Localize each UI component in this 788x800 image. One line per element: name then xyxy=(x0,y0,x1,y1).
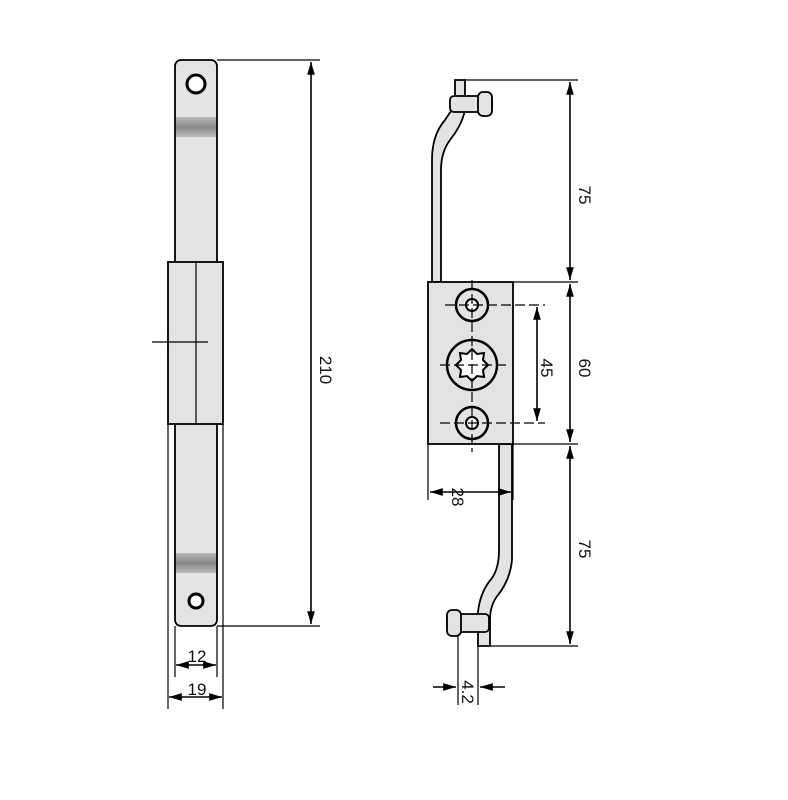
side-view: 210 12 19 xyxy=(152,59,335,709)
upper-rod xyxy=(431,79,466,283)
dim-inner-width: 12 xyxy=(188,647,207,666)
lower-band xyxy=(176,553,216,573)
dim-outer-width: 19 xyxy=(188,680,207,699)
dim-overall-length: 210 xyxy=(316,356,335,384)
dim-hole-spacing: 45 xyxy=(537,359,556,378)
dim-rod-thickness: 4.2 xyxy=(458,680,477,704)
upper-band xyxy=(176,117,216,137)
dim-housing-height: 60 xyxy=(575,359,594,378)
dim-lower-rod: 75 xyxy=(575,540,594,559)
dim-housing-width: 28 xyxy=(448,488,467,507)
upper-hole xyxy=(185,73,207,95)
front-view: 75 60 45 75 28 4.2 xyxy=(427,79,594,705)
dim-upper-rod: 75 xyxy=(575,186,594,205)
lower-hole xyxy=(187,592,205,610)
